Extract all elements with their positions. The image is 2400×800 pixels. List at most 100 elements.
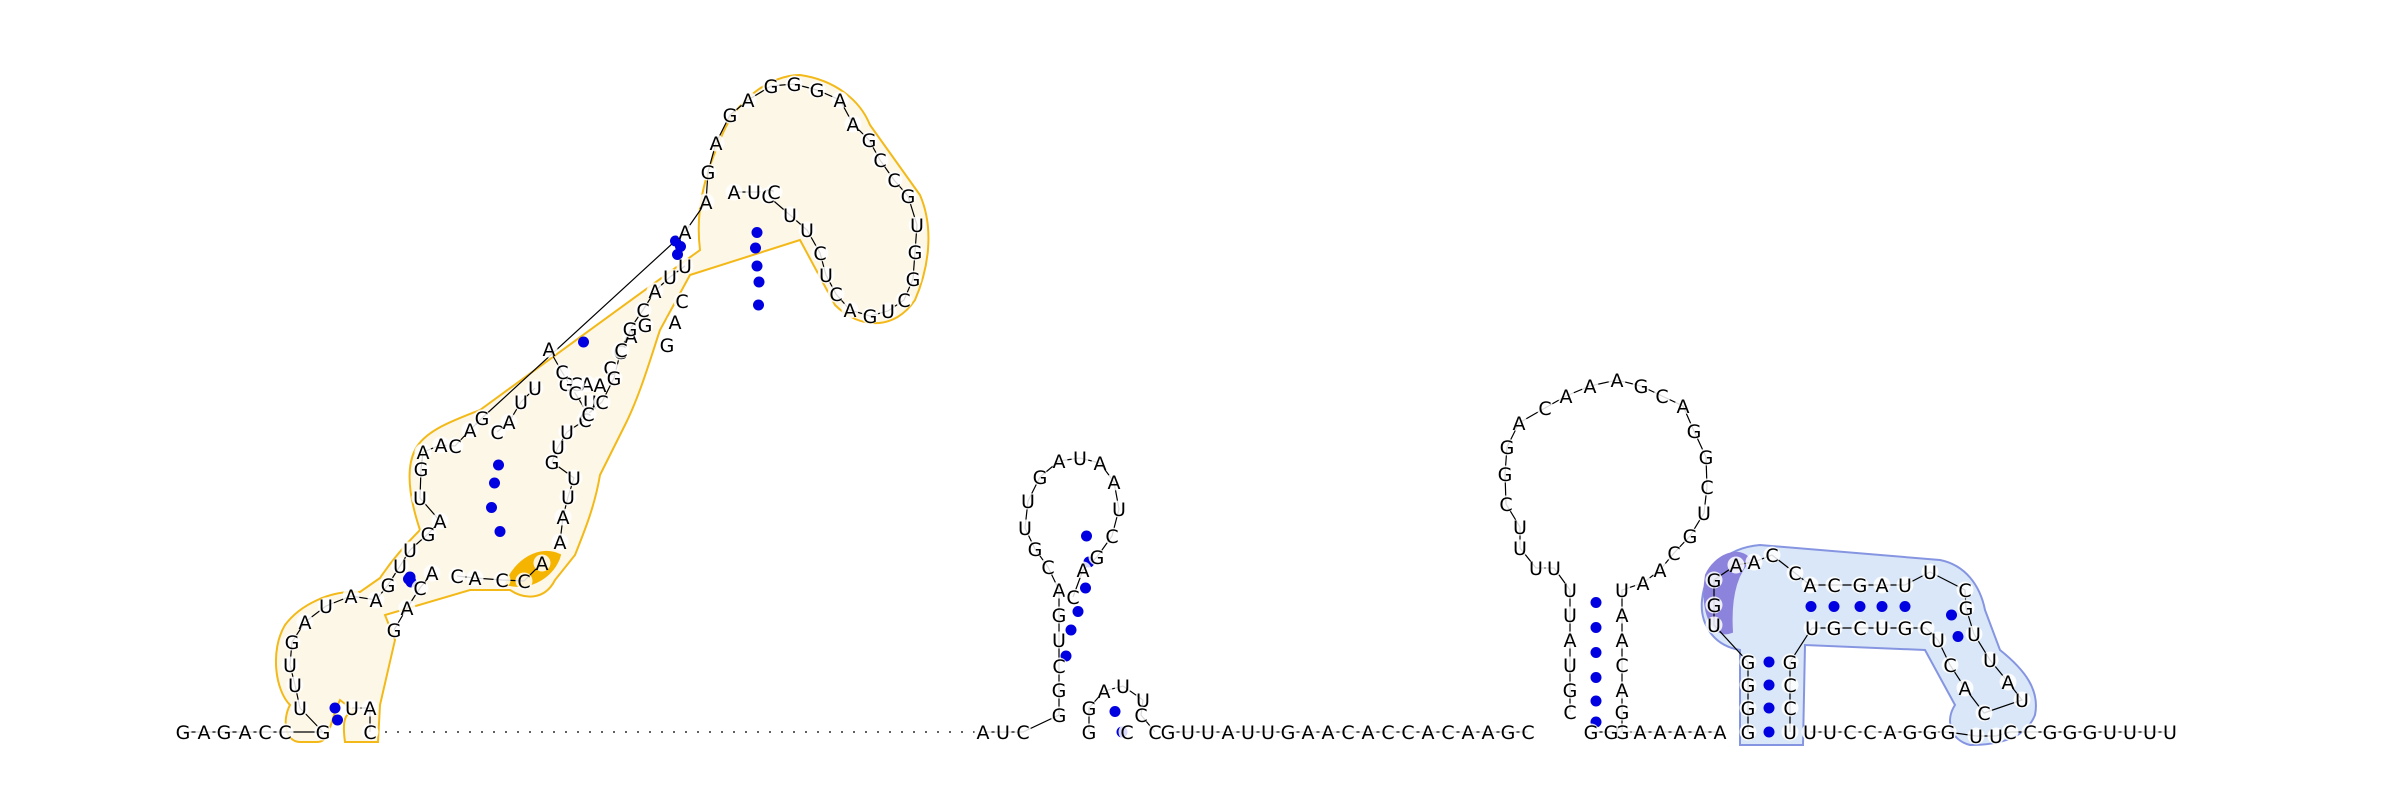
nucleotide-q2: U xyxy=(1823,722,1837,744)
nucleotide-o7: A xyxy=(1714,722,1727,744)
base-pair-dot xyxy=(750,242,761,254)
nucleotide-m15: C xyxy=(1441,722,1454,744)
nucleotide-l1: G xyxy=(1082,722,1097,744)
nucleotide-m3: U xyxy=(1201,722,1215,744)
nucleotide-m10: C xyxy=(1341,722,1354,744)
nucleotide-halo xyxy=(1851,619,1869,637)
nucleotide-halo xyxy=(559,488,577,506)
nucleotide-h6: G xyxy=(607,368,622,390)
nucleotide-halo xyxy=(1803,619,1821,637)
nucleotide-b12: G xyxy=(421,524,436,546)
nucleotide-o3: A xyxy=(1634,722,1647,744)
nucleotide-halo xyxy=(1319,723,1337,741)
nucleotide-k4: G xyxy=(1052,705,1067,727)
nucleotide-l8: C xyxy=(1120,722,1133,744)
nucleotide-halo xyxy=(1499,723,1517,741)
nucleotide-halo xyxy=(808,81,826,99)
nucleotide-g2: A xyxy=(503,412,516,434)
nucleotide-i3: G xyxy=(701,162,716,184)
nucleotide-q9: C xyxy=(2003,722,2016,744)
nucleotide-m17: A xyxy=(1482,722,1495,744)
nucleotide-halo xyxy=(1497,495,1515,513)
nucleotide-i8: G xyxy=(787,74,802,96)
nucleotide-halo xyxy=(612,341,630,359)
nucleotide-halo xyxy=(553,363,571,381)
nucleotide-halo xyxy=(871,151,889,169)
nucleotide-m11: A xyxy=(1362,722,1375,744)
nucleotide-n3: U xyxy=(1563,655,1577,677)
backbone-segment xyxy=(393,572,433,631)
base-pair-dot xyxy=(1876,601,1888,612)
nucleotide-halo xyxy=(1080,723,1098,741)
nucleotide-halo xyxy=(1519,723,1537,741)
nucleotide-q10: C xyxy=(2023,722,2036,744)
nucleotide-q12: G xyxy=(2063,722,2078,744)
nucleotide-k21: G xyxy=(1090,547,1105,569)
nucleotide-l4: U xyxy=(1116,676,1130,698)
nucleotide-halo xyxy=(2161,723,2179,741)
nucleotide-halo xyxy=(908,216,926,234)
nucleotide-halo xyxy=(1557,387,1575,405)
nucleotide-p9: A xyxy=(1748,552,1761,574)
nucleotide-n13: G xyxy=(1500,437,1515,459)
nucleotide-halo xyxy=(1613,703,1631,721)
nucleotide-b6: U xyxy=(319,596,333,618)
nucleotide-halo xyxy=(1613,681,1631,699)
nucleotide-halo xyxy=(431,512,449,530)
nucleotide-i1: A xyxy=(679,222,692,244)
nucleotide-e6: A xyxy=(464,420,477,442)
nucleotide-k6: C xyxy=(1052,656,1065,678)
nucleotide-halo xyxy=(398,599,416,617)
nucleotide-c3: C xyxy=(495,570,508,592)
nucleotide-halo xyxy=(1613,581,1631,599)
nucleotide-halo xyxy=(1118,723,1136,741)
nucleotide-halo xyxy=(565,469,583,487)
nucleotide-halo xyxy=(423,564,441,582)
nucleotide-l2: G xyxy=(1082,698,1097,720)
nucleotide-n26: G xyxy=(1683,526,1698,548)
nucleotide-n9: U xyxy=(1513,538,1527,560)
nucleotide-q7: G xyxy=(1923,722,1938,744)
nucleotide-halo xyxy=(2041,723,2059,741)
nucleotide-halo xyxy=(1498,438,1516,456)
nucleotide-halo xyxy=(1091,454,1109,472)
base-pair-dot xyxy=(1854,601,1866,612)
base-pair-dot xyxy=(1763,702,1775,714)
nucleotide-i19: C xyxy=(897,290,910,312)
nucleotide-i5: G xyxy=(723,105,738,127)
nucleotide-halo xyxy=(391,557,409,575)
nucleotide-halo xyxy=(1781,699,1799,717)
nucleotide-c5: A xyxy=(536,553,549,575)
base-pair-dot xyxy=(753,276,765,288)
nucleotide-i4: A xyxy=(710,133,723,155)
nucleotide-i24: U xyxy=(819,265,833,287)
nucleotide-halo xyxy=(1981,651,1999,669)
nucleotide-k16: U xyxy=(1073,448,1087,470)
nucleotide-halo xyxy=(281,656,299,674)
nucleotide-s2: A xyxy=(364,698,377,720)
nucleotide-halo xyxy=(725,183,743,201)
nucleotide-e2: G xyxy=(414,459,429,481)
nucleotide-m6: U xyxy=(1261,722,1275,744)
nucleotide-g3: U xyxy=(514,392,528,414)
nucleotide-halo xyxy=(621,320,639,338)
nucleotide-halo xyxy=(1050,631,1068,649)
base-pair-dot xyxy=(670,235,681,247)
nucleotide-p39: U xyxy=(1989,726,2003,748)
nucleotide-p2: G xyxy=(1707,570,1722,592)
nucleotide-halo xyxy=(658,336,676,354)
nucleotide-halo xyxy=(533,554,551,572)
nucleotide-halo xyxy=(904,270,922,288)
nucleotide-halo xyxy=(236,723,254,741)
nucleotide-halo xyxy=(367,591,385,609)
nucleotide-halo xyxy=(1801,723,1819,741)
nucleotide-halo xyxy=(551,533,569,551)
nucleotide-p35: C xyxy=(1783,675,1796,697)
nucleotide-n2: G xyxy=(1563,680,1578,702)
nucleotide-halo xyxy=(1419,723,1437,741)
nucleotide-p29: G xyxy=(1898,618,1913,640)
nucleotide-q5: A xyxy=(1884,722,1897,744)
nucleotide-halo xyxy=(798,221,816,239)
nucleotide-halo xyxy=(466,569,484,587)
nucleotide-halo xyxy=(283,633,301,651)
